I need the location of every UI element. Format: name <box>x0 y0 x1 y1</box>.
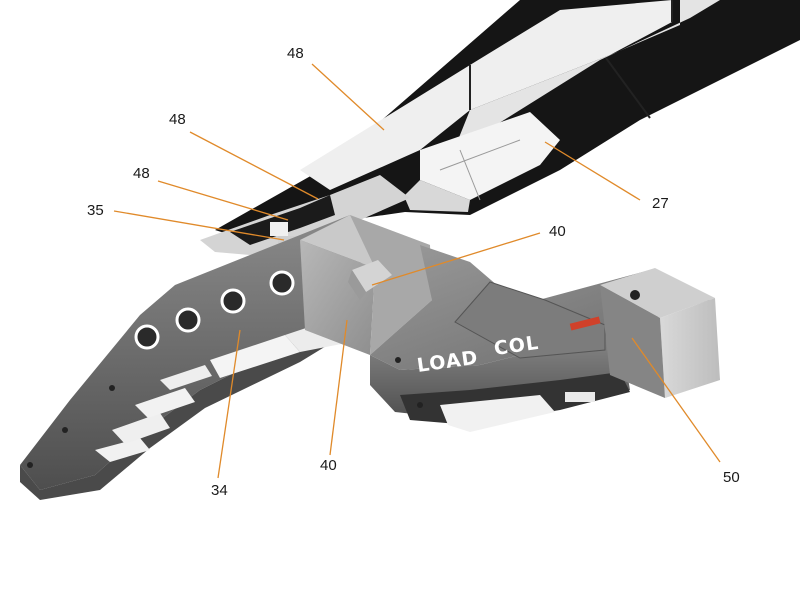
porthole-icon <box>175 307 201 333</box>
rivet-icon <box>109 385 115 391</box>
wing-seam-4 <box>439 139 521 171</box>
end-box-side <box>600 285 665 398</box>
leader-40-bottom <box>329 319 348 456</box>
red-marker <box>569 316 601 331</box>
upper-wing-panel-right <box>450 0 720 160</box>
wing-seam-2 <box>605 57 651 119</box>
central-block-right <box>350 215 432 355</box>
porthole-icon <box>269 270 295 296</box>
upper-wing-panel-top <box>300 0 672 190</box>
porthole-row <box>134 270 295 350</box>
right-hull-white-panel <box>440 395 555 432</box>
rivet-icon <box>62 427 68 433</box>
callout-label: 48 <box>133 165 150 182</box>
left-hull-part <box>20 215 372 500</box>
leader-50 <box>631 337 721 463</box>
callout-label: 35 <box>87 202 104 219</box>
hull-panel-5 <box>210 335 300 378</box>
callout-label: 27 <box>652 195 669 212</box>
callout-label: 40 <box>320 457 337 474</box>
leader-27 <box>544 141 641 201</box>
wing-mount-plate-dark <box>230 195 335 245</box>
wing-seam-5 <box>459 149 481 201</box>
porthole-icon <box>134 324 160 350</box>
callout-labels: 48 48 48 35 27 40 40 34 50 <box>87 45 740 499</box>
leader-40-top <box>371 232 541 286</box>
block-tab-side <box>348 270 366 300</box>
porthole-icon <box>220 288 246 314</box>
callout-label: 40 <box>549 223 566 240</box>
callout-label: 48 <box>287 45 304 62</box>
upper-wing-part <box>200 0 800 255</box>
leader-low-48 <box>157 180 289 221</box>
end-box-top <box>600 268 715 318</box>
block-tab <box>352 260 392 292</box>
rivet-icon <box>395 357 401 363</box>
hull-panel-2 <box>112 413 170 444</box>
right-hull-part: LOAD COL <box>370 245 720 432</box>
upper-wing-panel-lower <box>420 112 560 200</box>
callout-label: 34 <box>211 482 228 499</box>
leader-mid-48 <box>189 131 319 200</box>
leader-34 <box>217 329 241 479</box>
upper-wing-grid-panel <box>404 180 470 212</box>
rivet-icon <box>630 290 640 300</box>
hull-panel-3 <box>135 388 195 418</box>
rivet-icon <box>27 462 33 468</box>
wing-slot <box>270 222 288 236</box>
hull-panel-1 <box>95 438 150 462</box>
rivet-icon <box>417 402 423 408</box>
end-box-face <box>660 298 720 398</box>
upper-wing-frame <box>215 0 800 238</box>
leader-lines <box>113 63 721 479</box>
callout-label: 48 <box>169 111 186 128</box>
leader-35 <box>113 210 285 241</box>
central-block-part <box>300 215 432 355</box>
leader-upper-48 <box>311 63 385 131</box>
callout-label: 50 <box>723 469 740 486</box>
right-hull-slot <box>565 392 595 402</box>
hull-panel-4 <box>160 365 212 390</box>
